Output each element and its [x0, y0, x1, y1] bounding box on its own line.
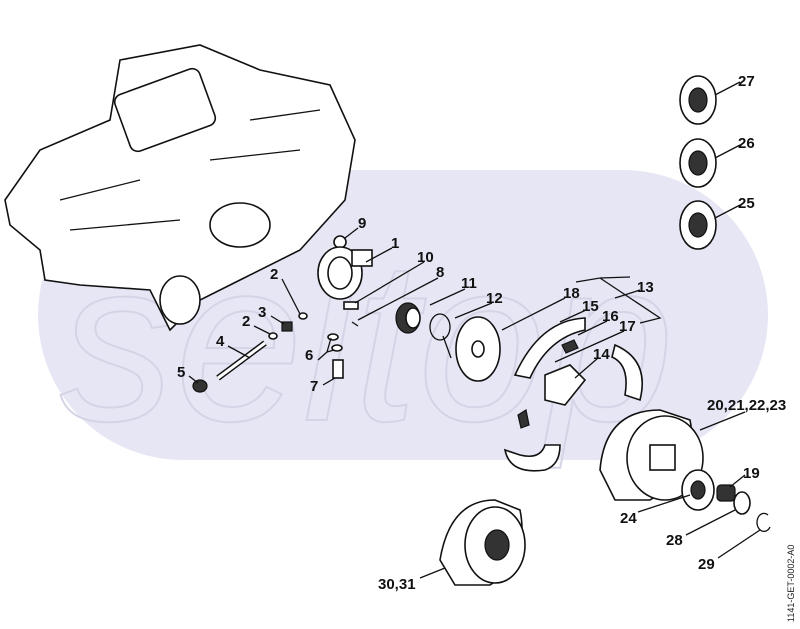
label-6: 6: [305, 347, 313, 364]
spring-lower: [517, 409, 530, 429]
label-15: 15: [582, 298, 599, 315]
label-16: 16: [602, 308, 619, 325]
rim-sprocket-24: [681, 469, 715, 511]
label-9: 9: [358, 215, 366, 232]
label-18: 18: [563, 285, 580, 302]
o-ring-6b: [331, 344, 343, 352]
carrier-14: [544, 364, 587, 406]
pin-8: [351, 321, 359, 327]
washer-2b: [268, 332, 278, 340]
washer-2a: [298, 312, 308, 320]
e-clip-29: [756, 512, 771, 533]
label-17: 17: [619, 318, 636, 335]
label-8: 8: [436, 264, 444, 281]
label-30-31: 30,31: [378, 576, 416, 593]
spring-3: [281, 321, 293, 332]
nut-5: [192, 379, 208, 393]
label-3: 3: [258, 304, 266, 321]
label-2-upper: 2: [270, 266, 278, 283]
spur-sprocket: [439, 499, 526, 586]
o-ring-6a: [327, 333, 339, 341]
rim-sprocket-26: [679, 138, 717, 188]
label-5: 5: [177, 364, 185, 381]
rim-sprocket-27: [679, 75, 717, 125]
needle-cage-19: [716, 484, 736, 502]
label-24: 24: [620, 510, 637, 527]
label-20-23: 20,21,22,23: [707, 397, 786, 414]
washer-disc: [455, 316, 501, 382]
clutch-shoe-lower: [503, 444, 561, 472]
screw-10: [343, 301, 359, 310]
clutch-shoe: [513, 317, 586, 379]
label-4: 4: [216, 333, 225, 350]
oil-pump-1: [317, 246, 373, 300]
label-11: 11: [461, 275, 477, 292]
label-25: 25: [738, 195, 755, 212]
clutch-drum: [599, 409, 704, 501]
label-27: 27: [738, 73, 755, 90]
label-26: 26: [738, 135, 755, 152]
label-28: 28: [666, 532, 683, 549]
label-7: 7: [310, 378, 318, 395]
clutch-shoe-right: [611, 343, 644, 402]
leader-lines: [188, 81, 761, 579]
spring-16: [561, 339, 579, 354]
label-29: 29: [698, 556, 715, 573]
washer-28: [733, 491, 751, 515]
label-14: 14: [593, 346, 610, 363]
spring-clip-12: [429, 313, 452, 359]
engine-housing: [4, 44, 356, 332]
drawing-code: 1141-GET-0002-A0: [786, 545, 796, 622]
label-10: 10: [417, 249, 434, 266]
label-1: 1: [391, 235, 399, 252]
worm-11: [395, 302, 421, 334]
label-19: 19: [743, 465, 760, 482]
rim-sprocket-25: [679, 200, 717, 250]
screw-7: [332, 359, 344, 379]
label-2-lower: 2: [242, 313, 250, 330]
label-12: 12: [486, 290, 503, 307]
label-13: 13: [637, 279, 654, 296]
